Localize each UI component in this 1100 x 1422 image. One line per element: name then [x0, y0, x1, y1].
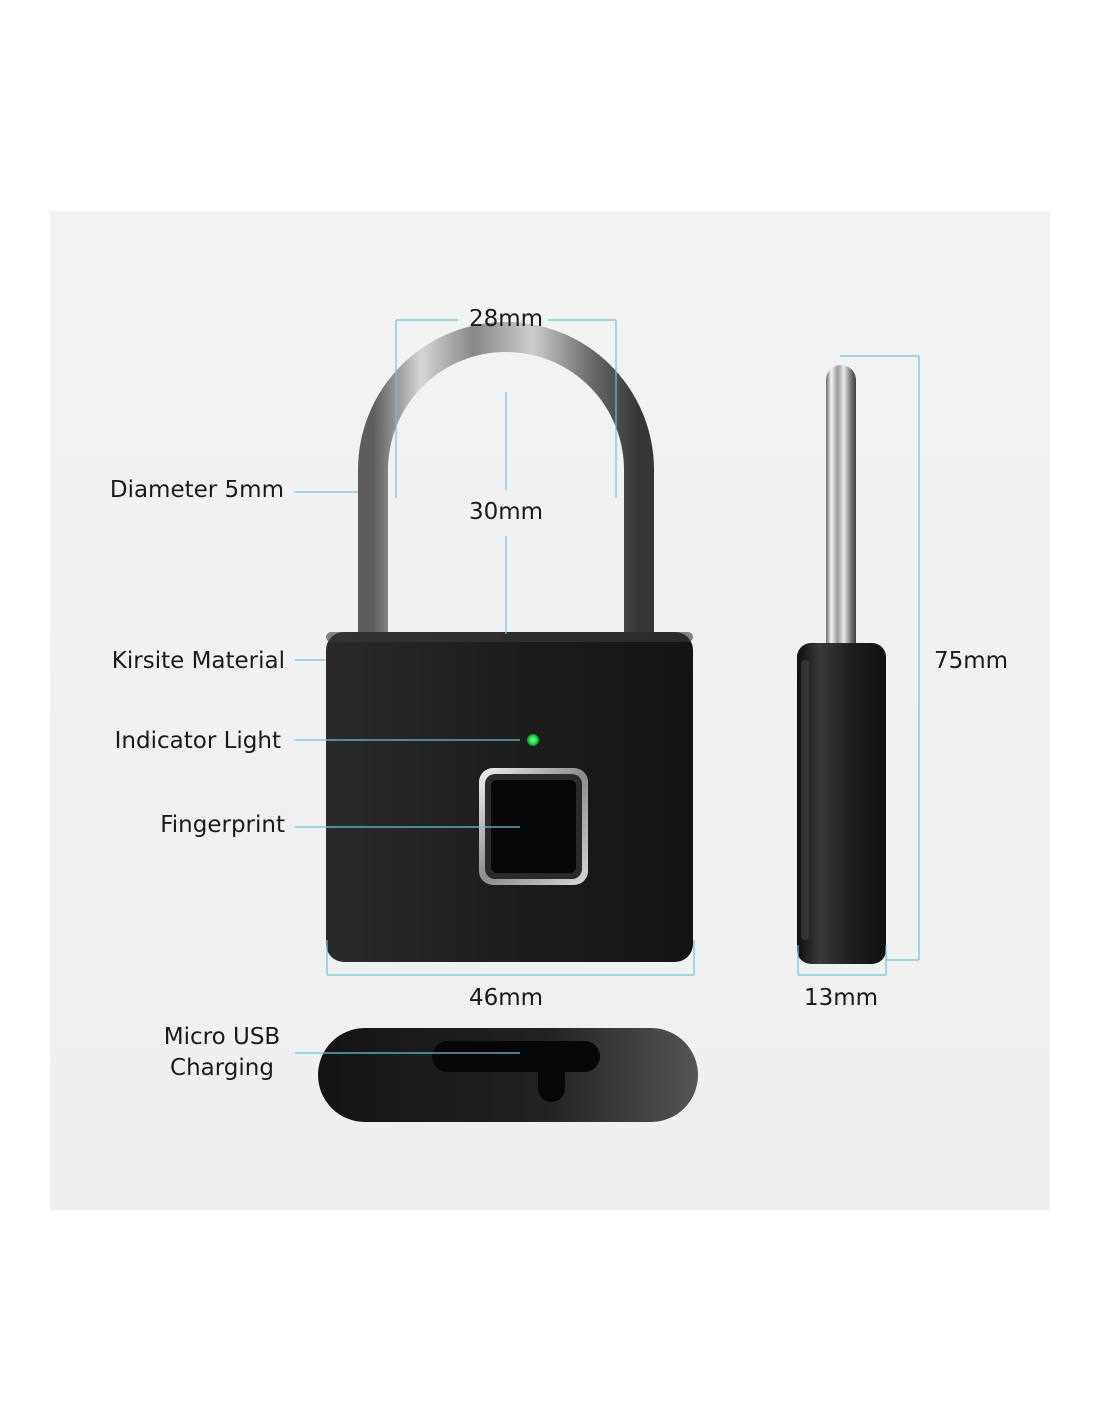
usb-port-bottom-icon — [318, 1028, 698, 1122]
dimension-lines — [295, 319, 920, 1054]
fingerprint-sensor-icon — [491, 780, 576, 873]
side-shackle — [826, 365, 856, 645]
shackle — [358, 322, 654, 640]
dim-side-thickness: 13mm — [803, 985, 879, 1011]
label-indicator: Indicator Light — [114, 728, 281, 754]
label-material: Kirsite Material — [111, 648, 285, 674]
padlock-side-icon — [797, 365, 886, 964]
indicator-light-icon — [527, 734, 539, 746]
dim-body-width: 46mm — [468, 985, 544, 1011]
label-usb-line1: Micro USB — [163, 1024, 281, 1050]
label-fingerprint: Fingerprint — [160, 812, 285, 838]
label-usb-line2: Charging — [170, 1055, 274, 1081]
bottom-body — [318, 1028, 698, 1122]
dim-shackle-height: 30mm — [468, 499, 544, 525]
padlock-front-icon — [326, 322, 693, 962]
usb-port-icon — [432, 1041, 600, 1072]
label-diameter: Diameter 5mm — [109, 477, 284, 503]
side-body — [797, 643, 886, 964]
dim-side-height: 75mm — [933, 648, 1009, 674]
dim-shackle-width: 28mm — [468, 306, 544, 332]
